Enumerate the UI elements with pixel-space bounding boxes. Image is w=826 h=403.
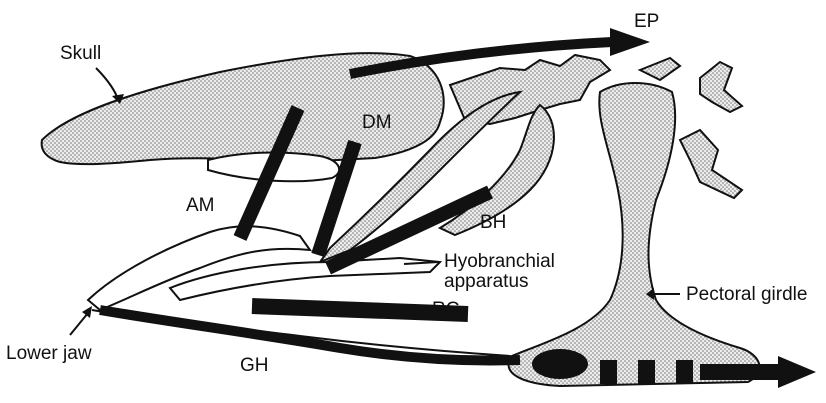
- label-bh: BH: [480, 213, 506, 232]
- myomere-3: [676, 360, 693, 384]
- dorsal-bone-small: [640, 58, 680, 80]
- label-skull: Skull: [60, 44, 101, 63]
- label-lower-jaw: Lower jaw: [6, 344, 92, 363]
- label-gh: GH: [240, 356, 269, 375]
- label-hyobranchial-line1: Hyobranchial: [444, 252, 555, 271]
- myomere-1: [600, 360, 617, 384]
- ep-arrowhead: [610, 28, 650, 56]
- myomere-2: [638, 360, 655, 384]
- label-dm: DM: [362, 113, 392, 132]
- label-hyobranchial-line2: apparatus: [444, 272, 529, 291]
- gh-muscle-end: [532, 349, 588, 379]
- label-pectoral-girdle: Pectoral girdle: [686, 285, 807, 304]
- label-rc: RC: [432, 300, 459, 319]
- dorsal-bone-right: [700, 62, 742, 112]
- label-ep: EP: [634, 12, 659, 31]
- skull-pointer: [96, 68, 118, 100]
- postcleithrum-bone: [680, 130, 742, 198]
- lower-jaw-pointer-head: [82, 306, 92, 318]
- body-arrowhead: [778, 356, 816, 388]
- lower-jaw-pointer: [70, 313, 88, 335]
- label-am: AM: [186, 196, 215, 215]
